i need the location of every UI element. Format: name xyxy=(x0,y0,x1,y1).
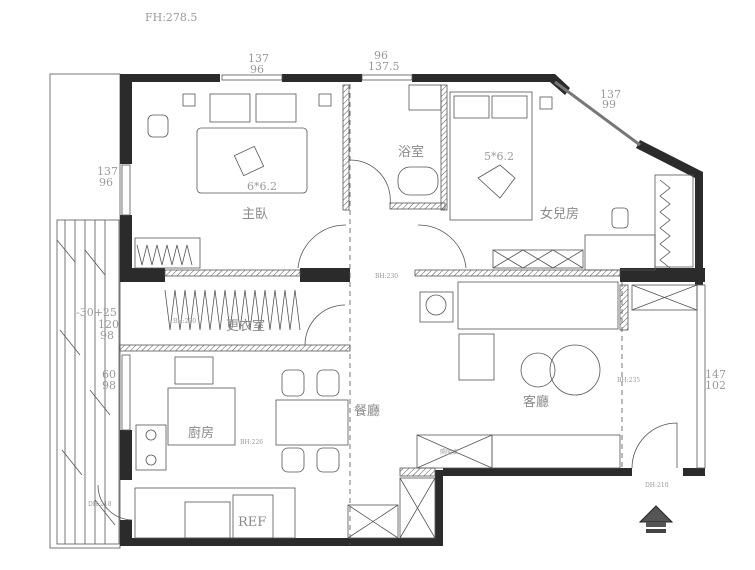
dim-balcony-level: -30+25 xyxy=(76,306,117,319)
dim-top-window-2-b: 137.5 xyxy=(368,60,400,73)
dim-left-window-b: 96 xyxy=(99,176,113,189)
room-label-dining: 餐廳 xyxy=(354,403,380,419)
door-balcony-label: DH:218 xyxy=(88,501,112,508)
dim-living-window-a: 147 xyxy=(705,368,726,381)
beam-hall-label: BH:230 xyxy=(375,273,398,280)
dim-kitchen-window-2-b: 98 xyxy=(102,379,116,392)
room-label-living: 客廳 xyxy=(523,394,549,410)
room-label-bathroom: 浴室 xyxy=(398,144,424,160)
entry-arrow-icon xyxy=(638,505,674,533)
dim-diag-window-a: 137 xyxy=(600,88,621,101)
floor-height-label: FH:278.5 xyxy=(145,11,197,24)
beam-living-label: BH:235 xyxy=(617,377,640,384)
fridge-label: REF xyxy=(238,515,266,530)
balcony xyxy=(49,73,121,549)
walls xyxy=(120,74,705,546)
room-label-master-bedroom: 主臥 xyxy=(242,207,268,222)
dim-top-window-1-b: 96 xyxy=(250,63,264,76)
beam-closet-label: BH:230 xyxy=(173,318,196,325)
cabinet-label: 照明桌 xyxy=(440,448,458,456)
dim-kitchen-window-1-b: 98 xyxy=(100,329,114,342)
room-label-daughter-room: 女兒房 xyxy=(540,206,579,222)
master-bed-size: 6*6.2 xyxy=(247,180,277,193)
dim-diag-window-b: 99 xyxy=(602,98,616,111)
dim-living-window-b: 102 xyxy=(705,379,726,392)
daughter-bed-size: 5*6.2 xyxy=(484,150,514,163)
dim-kitchen-window-2-a: 60 xyxy=(102,368,116,381)
dim-left-window-a: 137 xyxy=(97,165,118,178)
room-label-kitchen: 廚房 xyxy=(188,425,214,441)
furniture xyxy=(97,74,706,545)
dim-kitchen-window-1-a: 120 xyxy=(98,318,119,331)
room-label-walk-in-closet: 更衣室 xyxy=(226,318,265,334)
door-entry-label: DH:210 xyxy=(645,482,669,489)
dim-top-window-1-a: 137 xyxy=(248,52,269,65)
beam-kitchen-label: BH:226 xyxy=(240,439,263,446)
dim-top-window-2-a: 96 xyxy=(374,49,388,62)
